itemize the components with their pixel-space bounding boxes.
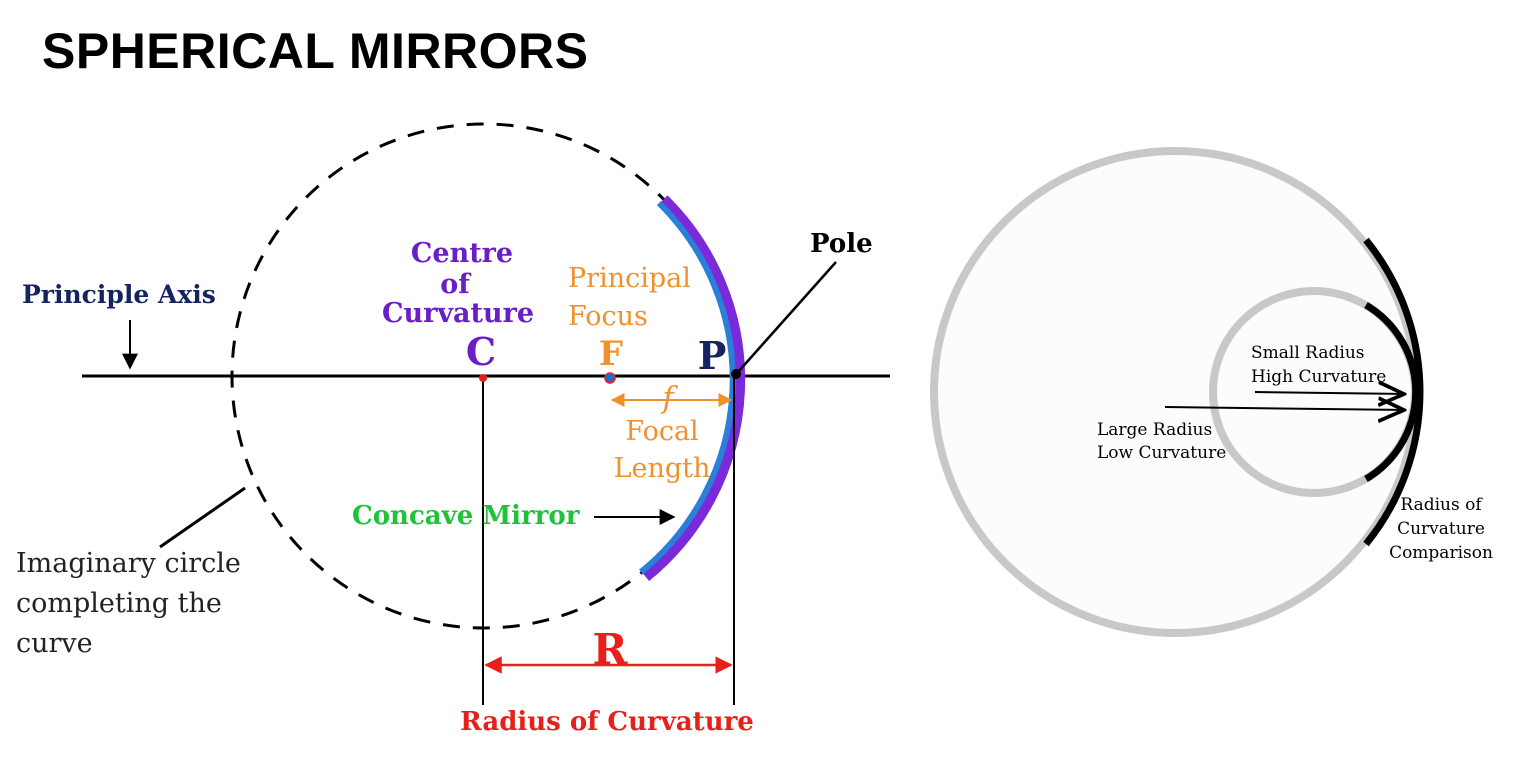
concave-mirror: [640, 195, 746, 582]
centre-of-curvature-label-1: Centre: [411, 238, 513, 269]
imaginary-circle-leader: [159, 486, 246, 549]
small-radius-label-2: High Curvature: [1251, 367, 1386, 387]
focus-point: [604, 372, 616, 384]
small-radius-arrow: [1254, 392, 1404, 394]
comparison-caption-1: Radius of: [1400, 495, 1483, 515]
large-radius-label-1: Large Radius: [1097, 420, 1212, 440]
large-radius-arrow: [1164, 407, 1404, 410]
pole-letter: P: [698, 333, 727, 378]
radius-letter: R: [593, 625, 629, 674]
concave-mirror-label: Concave Mirror: [352, 501, 580, 531]
focus-letter: F: [599, 334, 623, 374]
centre-of-curvature-label-3: Curvature: [382, 298, 534, 329]
principal-focus-label-1: Principal: [568, 263, 691, 294]
focal-length-label-2: Length: [614, 453, 711, 484]
centre-of-curvature-label-2: of: [440, 269, 472, 300]
curvature-comparison-diagram: Small Radius High Curvature Large Radius…: [930, 147, 1493, 637]
centre-point: [479, 374, 487, 382]
large-radius-label-2: Low Curvature: [1097, 443, 1226, 463]
pole-leader: [737, 261, 837, 373]
imaginary-circle-label-2: completing the: [16, 588, 222, 619]
concave-mirror-diagram: Principle Axis Centre of Curvature C Pri…: [16, 122, 890, 737]
concave-mirror-surface: [639, 200, 736, 575]
comparison-caption-2: Curvature: [1397, 519, 1485, 539]
pole-label: Pole: [810, 229, 873, 259]
principal-focus-label-2: Focus: [568, 301, 648, 332]
large-circle-arc: [1363, 237, 1424, 547]
focal-symbol: f: [660, 381, 678, 416]
focal-length-label-1: Focal: [625, 416, 698, 447]
imaginary-circle-label-3: curve: [16, 628, 93, 659]
comparison-caption-3: Comparison: [1389, 543, 1493, 563]
small-circle-arc: [1364, 301, 1420, 483]
principle-axis-label: Principle Axis: [22, 280, 216, 309]
radius-of-curvature-label: Radius of Curvature: [460, 707, 754, 737]
imaginary-circle-label-1: Imaginary circle: [16, 548, 241, 579]
page-title: SPHERICAL MIRRORS: [42, 23, 589, 79]
small-radius-label-1: Small Radius: [1251, 343, 1365, 363]
centre-letter: C: [466, 329, 496, 374]
